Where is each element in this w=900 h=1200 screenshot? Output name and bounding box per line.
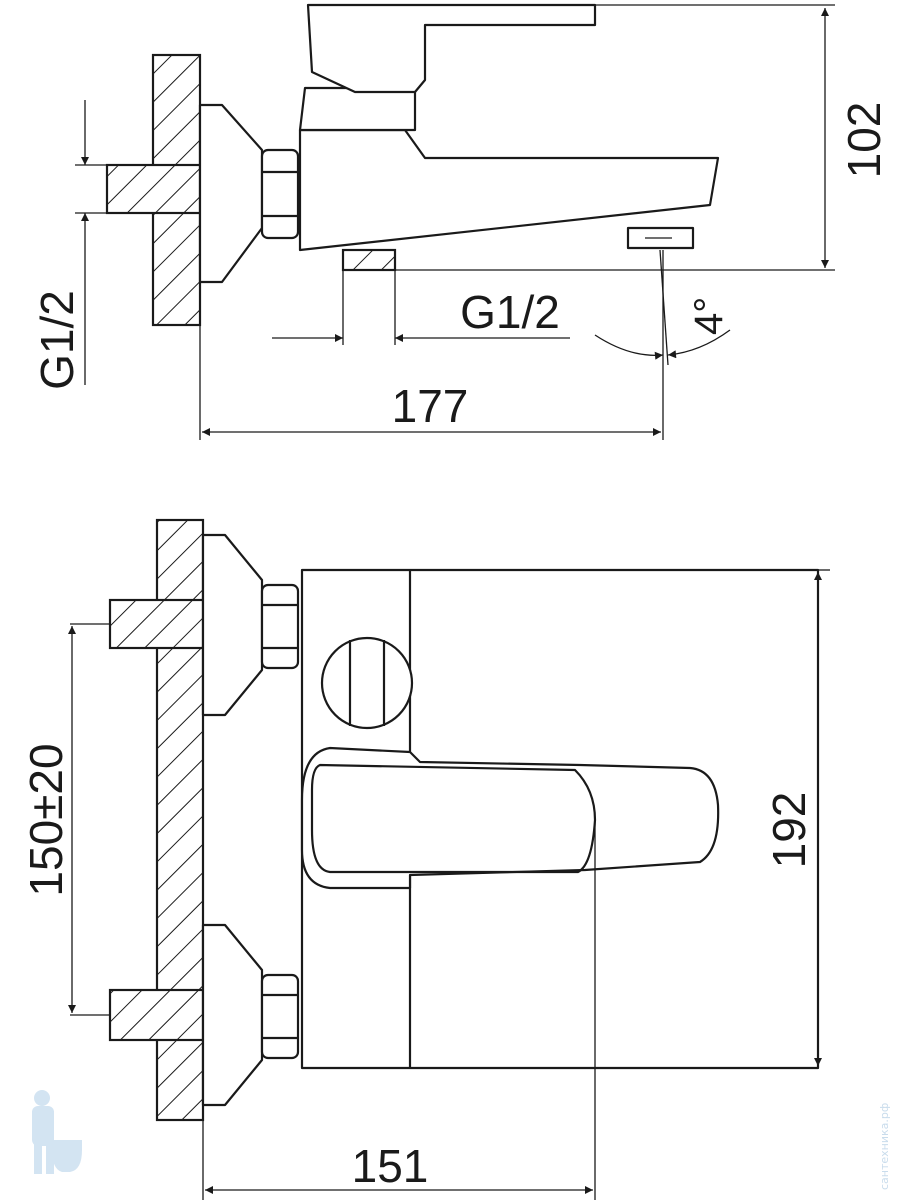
inlet-stub: [341, 248, 397, 272]
inlet-thread-label: G1/2: [460, 286, 560, 338]
watermark-text: сантехника.рф: [878, 1103, 891, 1190]
depth-dim-label: 177: [392, 380, 469, 432]
upper-pipe: [108, 598, 205, 650]
upper-escutcheon: [201, 533, 264, 717]
front-view: 192 150±20 151: [20, 518, 830, 1200]
wall-thread-label: G1/2: [31, 290, 83, 390]
inlet-spacing-label: 150±20: [20, 743, 72, 896]
height-dim-label: 102: [838, 102, 890, 179]
body-height-label: 192: [763, 792, 815, 869]
plumber-mascot-logo: [32, 1090, 82, 1174]
side-view: 102 G1/2 G1/2 4° 177: [31, 3, 890, 440]
lower-escutcheon: [201, 923, 264, 1107]
body-top: [298, 86, 417, 132]
wall-pipe: [105, 163, 202, 215]
lever-handle: [306, 3, 597, 94]
diverter-knob: [320, 636, 414, 730]
width-dim-label: 151: [352, 1140, 429, 1192]
nut: [260, 148, 300, 240]
angle-label: 4°: [687, 297, 731, 335]
escutcheon: [198, 103, 264, 284]
lower-pipe: [108, 988, 205, 1042]
